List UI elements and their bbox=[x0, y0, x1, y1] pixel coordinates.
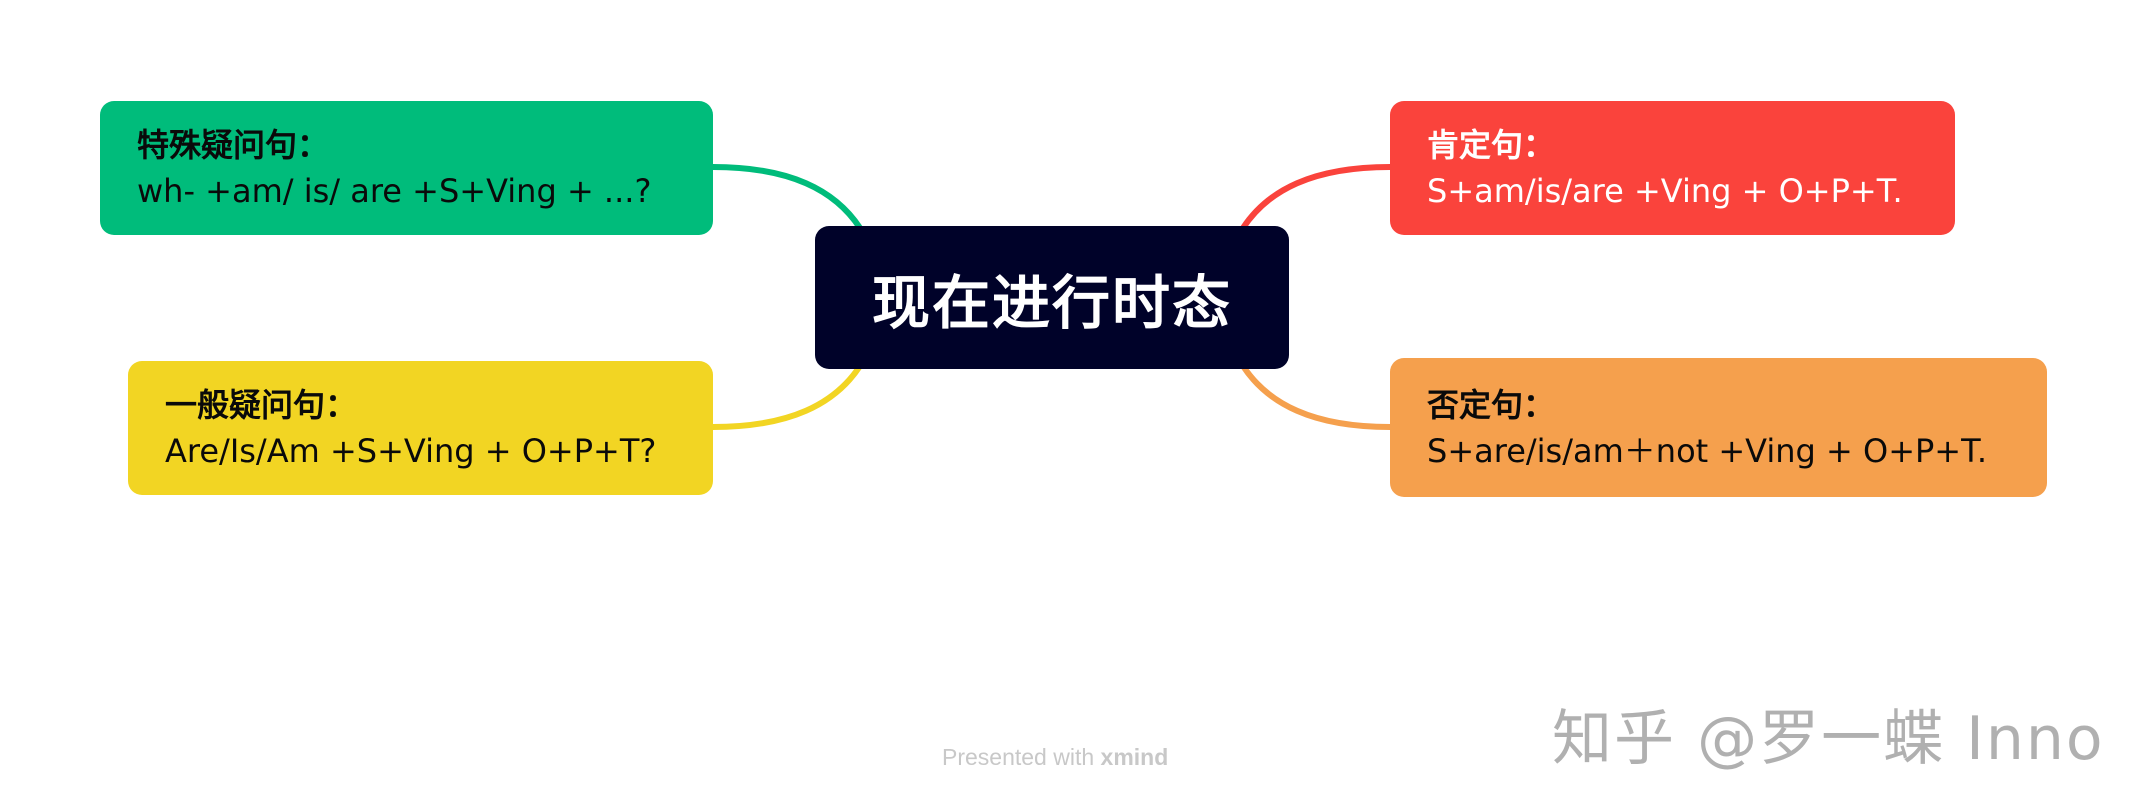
topic-title: 特殊疑问句： bbox=[137, 126, 330, 164]
connector-special-question bbox=[712, 164, 863, 230]
topic-formula: S+are/is/am＋not +Ving + O+P+T. bbox=[1427, 431, 1988, 470]
topic-negative[interactable]: 否定句： S+are/is/am＋not +Ving + O+P+T. bbox=[1390, 358, 2047, 497]
xmind-brand: xmind bbox=[1100, 744, 1169, 770]
connector-general-question bbox=[712, 364, 863, 430]
connector-negative bbox=[1240, 364, 1391, 430]
topic-title: 否定句： bbox=[1427, 385, 1556, 424]
topic-title: 肯定句： bbox=[1427, 126, 1556, 164]
topic-special-question[interactable]: 特殊疑问句： wh- +am/ is/ are +S+Ving + ...? bbox=[100, 101, 713, 235]
topic-formula: S+am/is/are +Ving + O+P+T. bbox=[1427, 172, 1903, 210]
footer-prefix: Presented with bbox=[942, 744, 1101, 770]
presented-with-footer: Presented with xmind bbox=[942, 744, 1168, 771]
connector-affirmative bbox=[1240, 164, 1391, 230]
topic-formula: wh- +am/ is/ are +S+Ving + ...? bbox=[137, 172, 652, 210]
zhihu-watermark: 知乎 @罗一蝶 Inno bbox=[1552, 704, 2105, 774]
topic-formula: Are/Is/Am +S+Ving + O+P+T? bbox=[165, 432, 657, 470]
central-topic-label: 现在进行时态 bbox=[871, 268, 1232, 337]
topic-affirmative[interactable]: 肯定句： S+am/is/are +Ving + O+P+T. bbox=[1390, 101, 1955, 235]
topic-title: 一般疑问句： bbox=[165, 386, 358, 424]
topic-general-question[interactable]: 一般疑问句： Are/Is/Am +S+Ving + O+P+T? bbox=[128, 361, 713, 495]
central-topic[interactable]: 现在进行时态 bbox=[815, 226, 1289, 369]
